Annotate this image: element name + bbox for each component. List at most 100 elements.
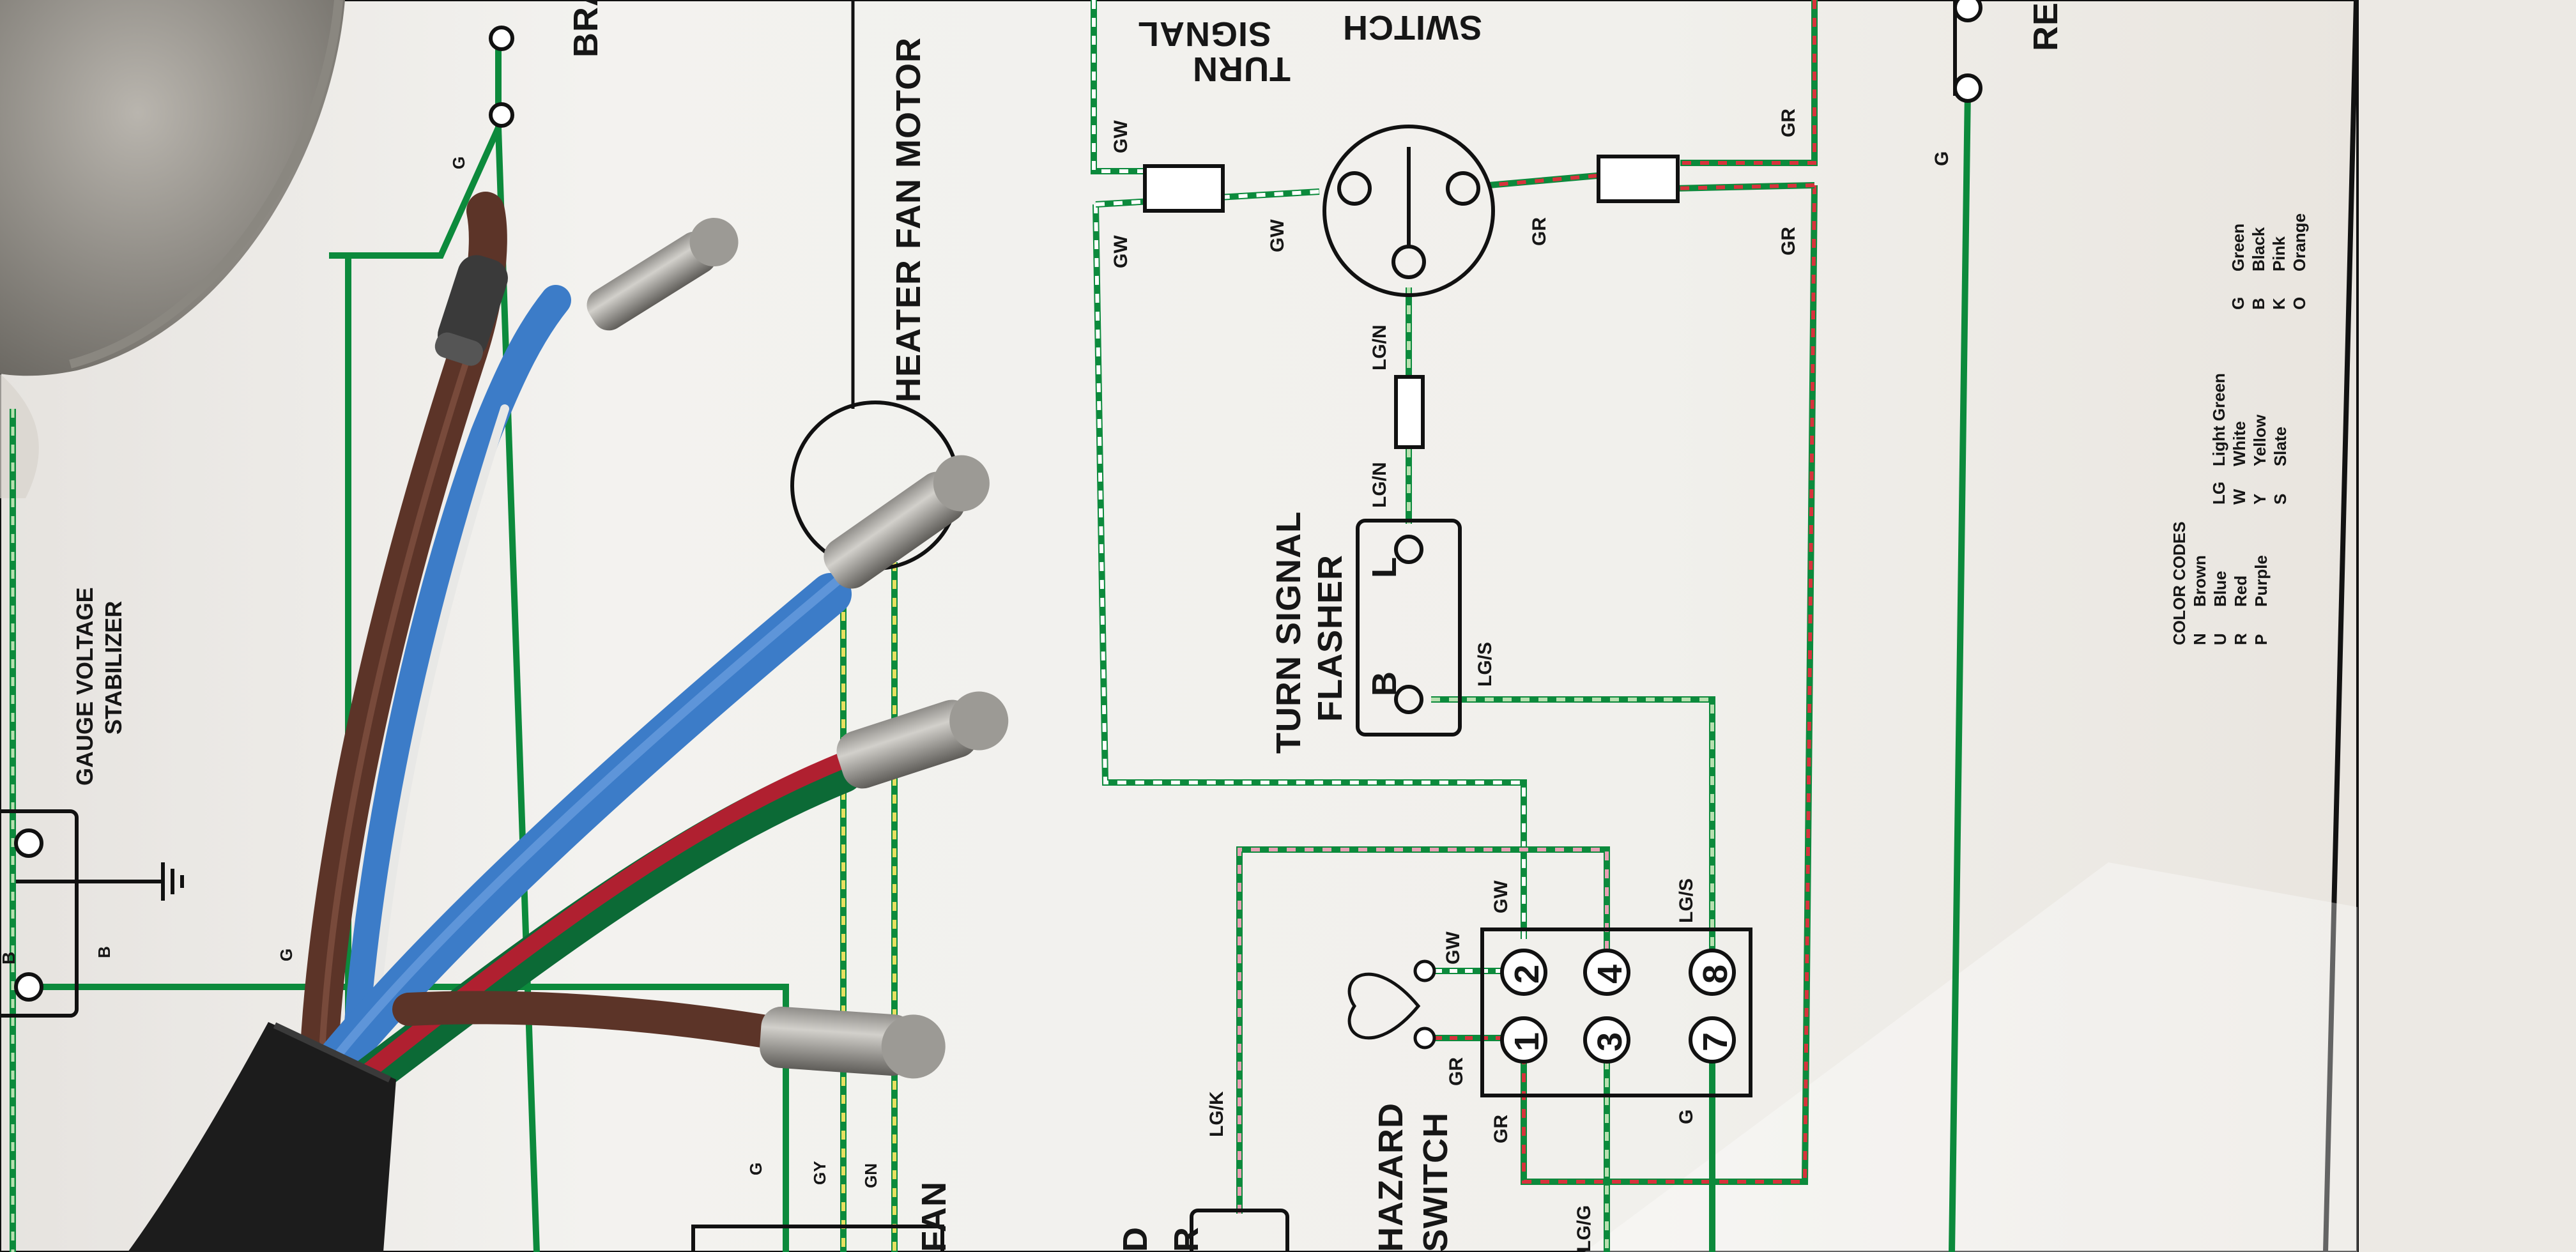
turn-signal-flasher-label-2: FLASHER	[1311, 554, 1349, 722]
wire-label-gw: GW	[1443, 931, 1464, 965]
wire-label-g: G	[277, 948, 296, 961]
hazard-terminal	[1500, 949, 1547, 996]
color-code-name: Purple	[2251, 555, 2271, 607]
left-component-label-partial-2: R	[1167, 1226, 1206, 1252]
wire-label-gr: GR	[1529, 217, 1550, 246]
wire-label-gw: GW	[1491, 880, 1512, 913]
gauge-housing	[0, 0, 345, 376]
wire-label-lgg: LG/G	[1574, 1205, 1595, 1252]
hazard-switch-symbol	[1347, 928, 1752, 1097]
hazard-switch-label-2: SWITCH	[1416, 1112, 1455, 1252]
hazard-warning-lamp-icon	[1347, 972, 1421, 1040]
wire-label-lgs: LG/S	[1475, 641, 1496, 687]
turn-signal-flasher-label-1: TURN SIGNAL	[1269, 511, 1308, 754]
wire-label-gw: GW	[1110, 235, 1131, 268]
gauge-voltage-stabilizer-label-1: GAUGE VOLTAGE	[72, 587, 98, 786]
hazard-terminal	[1583, 949, 1630, 996]
color-code-abbrev: W	[2230, 489, 2249, 505]
brown-cable-highlight	[319, 348, 473, 1044]
wire-label-g: G	[449, 156, 468, 169]
connector-pin-icon	[14, 828, 43, 858]
sheet-frame	[0, 0, 2359, 1252]
turn-signal-switch-label-2: SIGNAL	[1137, 15, 1271, 53]
color-code-abbrev: R	[2231, 633, 2250, 645]
connector-pin-icon	[489, 26, 514, 51]
brake-switch-symbol	[489, 26, 514, 128]
color-code-name: Blue	[2211, 570, 2230, 607]
hazard-terminal-number: 4	[1591, 963, 1629, 984]
wire-label-lgs: LG/S	[1676, 878, 1697, 923]
color-code-name: Yellow	[2250, 415, 2269, 466]
wire-label-lgk: LG/K	[1206, 1091, 1227, 1137]
turn-signal-switch-label-1: TURN	[1192, 50, 1291, 88]
flasher-pin-l: L	[1365, 556, 1404, 578]
black-sheath	[128, 1022, 396, 1252]
resistor-gr	[1597, 155, 1680, 203]
hazard-terminals	[1500, 949, 1736, 1064]
cable-harness	[300, 192, 863, 1106]
color-code-name: Brown	[2190, 555, 2209, 607]
hazard-terminal-number: 1	[1508, 1031, 1546, 1051]
gauge-rim	[69, 0, 343, 369]
bullet-connector-icon	[836, 691, 1009, 789]
wire-label-gw: GW	[1267, 219, 1288, 252]
wire-g-top-right	[495, 127, 540, 1252]
connector-pin-icon	[1392, 245, 1426, 279]
light-reflection	[1584, 862, 2358, 1252]
color-code-abbrev: Y	[2250, 493, 2269, 505]
hazard-terminal-number: 3	[1591, 1031, 1629, 1051]
color-code-abbrev: P	[2251, 634, 2271, 645]
color-code-abbrev: LG	[2209, 481, 2228, 505]
connector-pin-icon	[1394, 685, 1423, 714]
hazard-switch-label-1: HAZARD	[1372, 1103, 1410, 1252]
hazard-terminal-number: 2	[1508, 963, 1546, 984]
black-sheath-edge	[273, 1022, 392, 1083]
color-code-abbrev: U	[2211, 633, 2230, 645]
color-code-abbrev: O	[2290, 296, 2309, 310]
connector-pin-icon	[1337, 171, 1372, 206]
connector-pin-icon	[14, 972, 43, 1002]
wire-label-g: G	[1676, 1109, 1697, 1124]
gauge-voltage-stabilizer-symbol	[0, 809, 184, 1018]
connector-pin-icon	[1953, 0, 1982, 22]
rev-switch-symbol	[1953, 0, 1982, 103]
resistor-gw	[1143, 164, 1225, 213]
stabilizer-pin-label: B	[0, 951, 19, 965]
brown-cable-lower	[392, 991, 802, 1051]
color-code-name: Red	[2231, 575, 2250, 607]
hazard-terminal	[1689, 1016, 1736, 1064]
wire-label-gr: GR	[1778, 109, 1799, 137]
bullet-connector-icon	[824, 455, 990, 589]
color-code-name: White	[2230, 421, 2249, 466]
wire-label-gy: GY	[810, 1161, 829, 1185]
bullet-connector-icon	[586, 218, 739, 331]
wire-lgs	[1431, 696, 1715, 961]
color-code-name: Orange	[2290, 213, 2309, 271]
color-code-abbrev: K	[2269, 298, 2288, 310]
color-code-name: Black	[2249, 227, 2268, 271]
connector-pin-icon	[1413, 1027, 1436, 1050]
wiring-layer	[10, 0, 1971, 1252]
turn-signal-switch-label-3: SWITCH	[1342, 8, 1482, 47]
red-cable	[349, 752, 852, 1088]
hazard-terminal	[1689, 949, 1736, 996]
resistor-lgn	[1394, 375, 1425, 449]
sheet-border-line	[2323, 0, 2359, 1252]
connector-pin-icon	[489, 102, 514, 128]
fan-switch-label-partial: FAN	[915, 1181, 953, 1252]
color-code-name: Pink	[2269, 236, 2288, 271]
wire-label-gr: GR	[1778, 227, 1799, 256]
rev-switch-label-partial: RE	[2027, 1, 2065, 51]
connector-pin-icon	[1446, 171, 1480, 206]
blue-cable-top	[342, 285, 571, 1063]
wire-label-gr: GR	[1491, 1115, 1512, 1143]
connector-pin-icon	[1394, 535, 1423, 564]
wire-gr-right	[1488, 0, 1818, 1185]
color-code-abbrev: G	[2228, 296, 2248, 310]
stabilizer-b-label: B	[95, 946, 114, 958]
left-component-label-partial-1: D	[1116, 1226, 1154, 1252]
heater-fan-motor-label: HEATER FAN MOTOR	[889, 36, 928, 402]
hazard-terminal	[1500, 1016, 1547, 1064]
color-code-abbrev: N	[2190, 633, 2209, 645]
color-codes-title: COLOR CODES	[2170, 521, 2189, 645]
